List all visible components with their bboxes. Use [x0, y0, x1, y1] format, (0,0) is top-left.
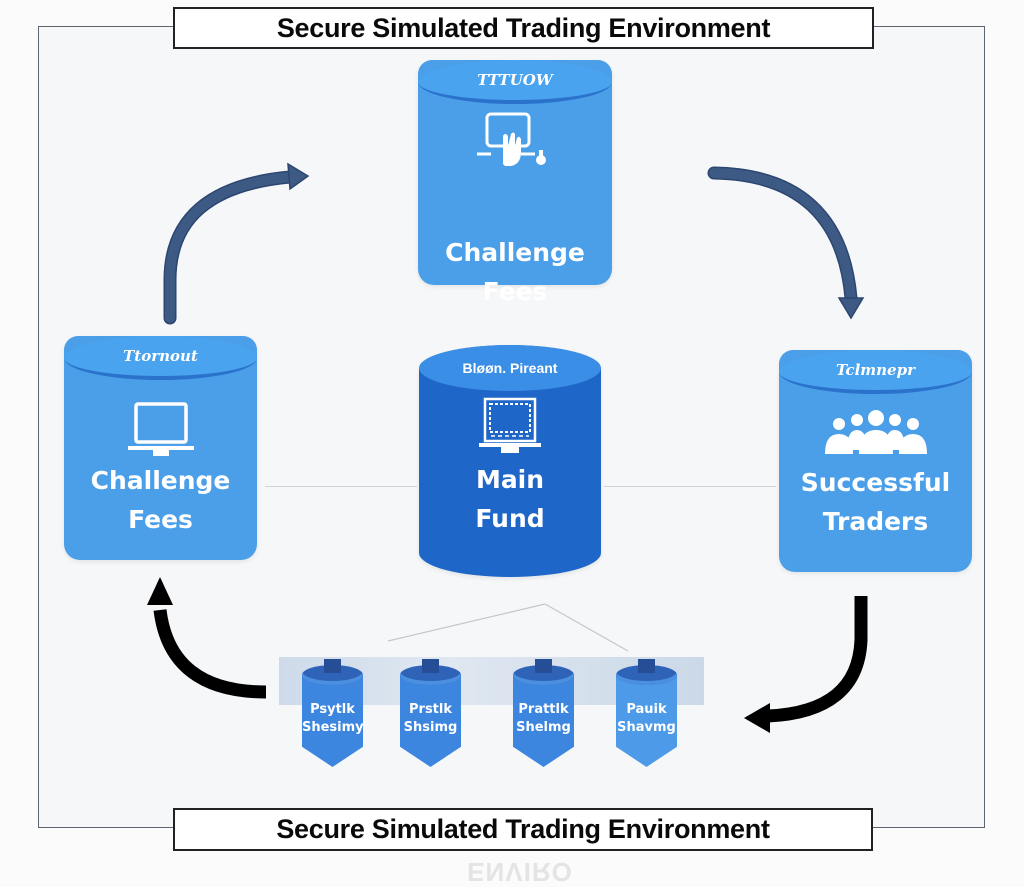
bucket-label-line1: Pauik — [626, 702, 667, 717]
desktop-monitor-icon — [479, 397, 541, 459]
connector-left-center — [265, 486, 417, 487]
bucket-rim — [513, 665, 574, 685]
node-cap: Ttornout — [64, 336, 257, 380]
bucket-label-line1: Prstlk — [409, 702, 452, 717]
bucket-label-line2: Shsimg — [403, 720, 458, 735]
profit-sharing-bucket[interactable]: Pauik Shavmg — [616, 659, 677, 767]
title-top-text: Secure Simulated Trading Environment — [276, 12, 771, 43]
node-label-line1: Successful — [800, 468, 951, 497]
bucket-body — [400, 675, 461, 767]
node-challenge-fees-left[interactable]: Ttornout Challenge Fees — [64, 336, 257, 560]
bucket-contents-icon — [535, 659, 552, 673]
title-top: Secure Simulated Trading Environment — [173, 7, 874, 49]
bucket-body — [302, 675, 363, 767]
bucket-rim — [400, 665, 461, 685]
node-cap: TTTUOW — [418, 60, 612, 104]
bucket-label: Prstlk Shsimg — [400, 701, 461, 737]
bucket-contents-icon — [324, 659, 341, 673]
node-label-line1: Main — [475, 465, 545, 494]
bucket-body — [513, 675, 574, 767]
arrow-right-to-profit — [744, 596, 868, 733]
bucket-label-line2: Shesimy — [302, 720, 364, 735]
roof-line-right — [544, 603, 629, 652]
node-challenge-fees-top[interactable]: TTTUOW Challenge Fees — [418, 60, 612, 306]
connector-center-right — [604, 486, 776, 487]
node-label: Successful Traders — [779, 463, 972, 541]
bucket-label-line1: Psytlk — [310, 702, 355, 717]
node-label: Challenge Fees — [418, 233, 612, 311]
bucket-label: Pauik Shavmg — [616, 701, 677, 737]
title-bottom: Secure Simulated Trading Environment — [173, 808, 873, 851]
arrow-left-to-top — [163, 162, 310, 325]
bucket-label-line2: Shavmg — [617, 720, 676, 735]
touch-screen-icon — [475, 112, 555, 174]
bucket-contents-icon — [422, 659, 439, 673]
node-label-line2: Fees — [482, 277, 548, 306]
node-label-line2: Fees — [128, 505, 193, 534]
title-bottom-text: Secure Simulated Trading Environment — [276, 814, 770, 844]
bucket-label-line2: Shelmg — [516, 720, 571, 735]
node-main-fund[interactable]: Bløøn. Pireant Main Fund — [419, 345, 601, 577]
node-label: Main Fund — [419, 460, 601, 538]
profit-sharing-bucket[interactable]: Prattlk Shelmg — [513, 659, 574, 767]
bucket-label: Psytlk Shesimy — [302, 701, 364, 737]
arrow-profit-to-left — [147, 577, 267, 699]
profit-sharing-bucket[interactable]: Psytlk Shesimy — [302, 659, 364, 767]
bucket-rim — [302, 665, 363, 685]
profit-sharing-bucket[interactable]: Prstlk Shsimg — [400, 659, 461, 767]
roof-line-left — [387, 603, 546, 642]
people-group-icon — [823, 410, 929, 460]
bucket-label: Prattlk Shelmg — [513, 701, 574, 737]
node-label-line1: Challenge — [445, 238, 585, 267]
node-label-line1: Challenge — [90, 466, 231, 495]
mirrored-ghost-text: ENVIRO — [467, 857, 573, 887]
node-label-line2: Fund — [475, 504, 545, 533]
arrow-top-to-right — [707, 166, 865, 320]
node-cap: Bløøn. Pireant — [419, 345, 601, 391]
bucket-rim — [616, 665, 677, 685]
node-cap: Tclmnepr — [779, 350, 972, 394]
bucket-body — [616, 675, 677, 767]
node-label-line2: Traders — [822, 507, 929, 536]
monitor-icon — [127, 402, 194, 462]
bucket-contents-icon — [638, 659, 655, 673]
node-label: Challenge Fees — [64, 461, 257, 539]
bucket-label-line1: Prattlk — [518, 702, 569, 717]
node-successful-traders[interactable]: Tclmnepr Successful Traders — [779, 350, 972, 572]
